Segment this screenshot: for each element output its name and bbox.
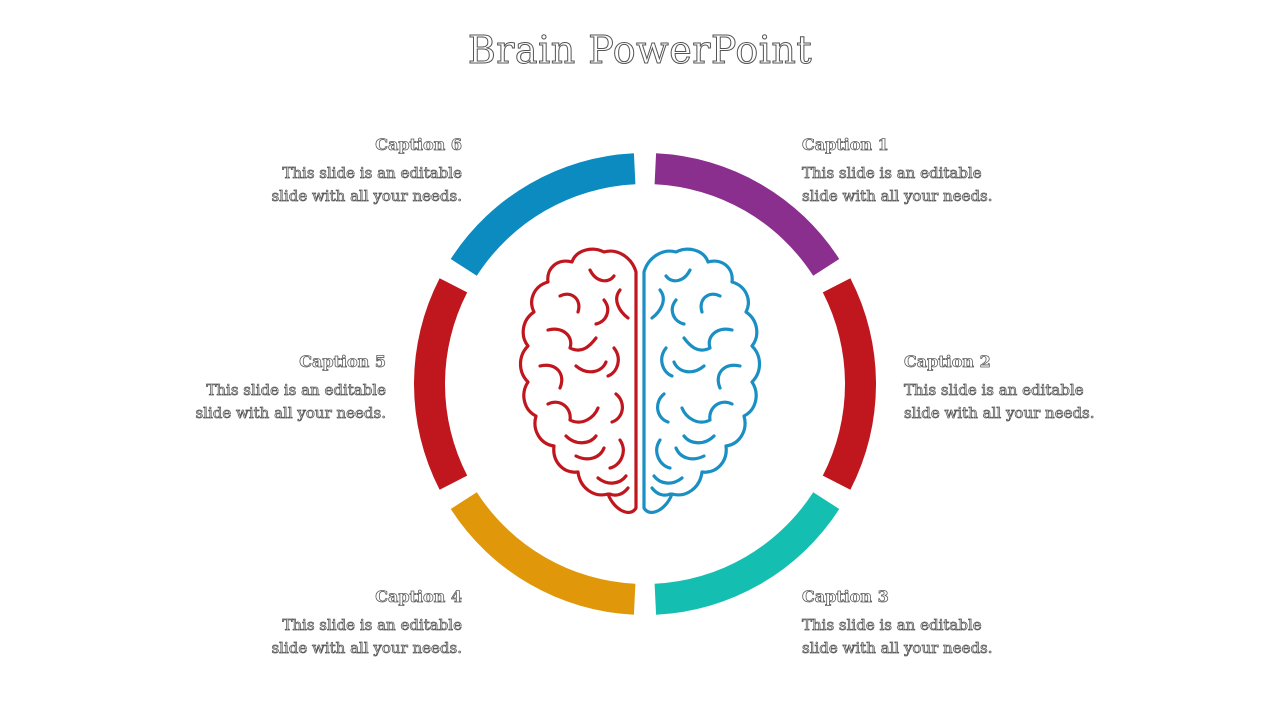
caption-5-title: Caption 5	[299, 352, 387, 372]
caption-6: Caption 6 This slide is an editable slid…	[172, 133, 462, 208]
brain-right-hemisphere	[642, 247, 762, 514]
ring-segment-6	[450, 153, 636, 276]
ring-segment-2	[822, 278, 877, 490]
ring-segment-1	[654, 153, 840, 276]
caption-4-text: This slide is an editable slide with all…	[271, 616, 462, 658]
caption-2: Caption 2 This slide is an editable slid…	[904, 350, 1194, 425]
caption-1-title: Caption 1	[802, 135, 890, 155]
caption-4-title: Caption 4	[375, 587, 463, 607]
segment-ring	[414, 153, 877, 615]
caption-3: Caption 3 This slide is an editable slid…	[802, 585, 1092, 660]
caption-6-title: Caption 6	[375, 135, 463, 155]
caption-2-title: Caption 2	[904, 352, 992, 372]
ring-segment-5	[414, 278, 468, 490]
brain-left-hemisphere	[518, 247, 638, 514]
ring-segment-3	[654, 492, 840, 615]
caption-1-text: This slide is an editable slide with all…	[802, 164, 993, 206]
caption-1: Caption 1 This slide is an editable slid…	[802, 133, 1092, 208]
caption-6-text: This slide is an editable slide with all…	[271, 164, 462, 206]
caption-3-text: This slide is an editable slide with all…	[802, 616, 993, 658]
caption-3-title: Caption 3	[802, 587, 890, 607]
brain-icon	[518, 247, 762, 514]
caption-2-text: This slide is an editable slide with all…	[904, 381, 1095, 423]
caption-5: Caption 5 This slide is an editable slid…	[96, 350, 386, 425]
ring-segment-4	[450, 492, 636, 615]
slide-title: Brain PowerPoint	[467, 28, 813, 73]
caption-4: Caption 4 This slide is an editable slid…	[172, 585, 462, 660]
caption-5-text: This slide is an editable slide with all…	[195, 381, 386, 423]
